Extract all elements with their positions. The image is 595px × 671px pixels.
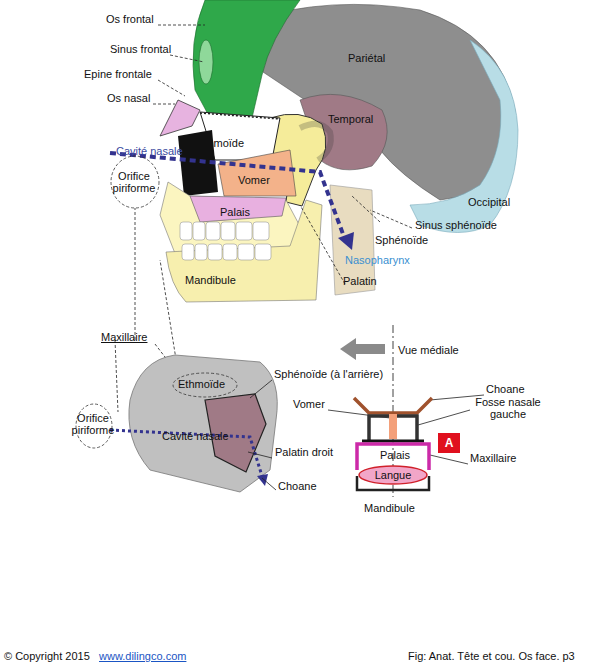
vomer-bar (389, 414, 397, 439)
part-label: Pariétal (348, 52, 385, 64)
part-label: Vomer (238, 174, 270, 186)
part-label: Choane (486, 383, 525, 395)
part-label: Occipital (468, 196, 510, 208)
part-label: Maxillaire (470, 452, 516, 464)
dashed-ellipse (173, 373, 237, 397)
part-label: Cavité nasale (116, 145, 183, 157)
frontal-sinus (199, 40, 213, 84)
palate-line (362, 440, 424, 443)
part-label: Maxillaire (101, 331, 147, 343)
part-label: Sinus frontal (110, 43, 171, 55)
nasal-bone (160, 100, 200, 136)
part-label: Nasopharynx (345, 254, 410, 266)
palate-bone (190, 196, 286, 222)
arrow-head (257, 474, 268, 486)
part-label: www.dilingco.com (99, 650, 186, 662)
part-label: Fosse nasale gauche (472, 396, 544, 420)
leader-lines (115, 25, 412, 412)
marker-letter: A (445, 436, 454, 450)
vomer-bone (218, 150, 296, 196)
marker-box: A (438, 433, 460, 453)
part-label: Choane (278, 480, 317, 492)
teeth (180, 222, 271, 260)
part-label: Vomer (293, 398, 325, 410)
mandible-bone (166, 200, 322, 302)
organ-label: Langue (375, 469, 412, 481)
part-label: © Copyright 2015 (4, 650, 90, 662)
part-label: Ethmoïde (197, 137, 244, 149)
tongue-ellipse: Langue (358, 465, 428, 485)
part-label: Epine frontale (84, 68, 152, 80)
part-label: Os nasal (107, 92, 150, 104)
part-label: Palais (380, 449, 410, 461)
choane-line (354, 398, 432, 413)
leader-lines (248, 380, 484, 490)
part-label: Palatin droit (275, 446, 333, 458)
figure-caption: Fig: Anat. Tête et cou. Os face. p3 (408, 650, 575, 662)
part-label: Orifice piriforme (66, 412, 120, 436)
part-label: Os frontal (106, 13, 154, 25)
skull-medial (129, 355, 277, 492)
part-label: Sphénoïde (375, 234, 428, 246)
part-label: Mandibule (364, 502, 415, 514)
part-label: Orifice piriforme (108, 170, 160, 194)
ear-shadow (300, 124, 331, 160)
arrow-head (338, 232, 354, 250)
part-label: Mandibule (185, 274, 236, 286)
airflow-arrow (110, 430, 262, 476)
occipital-bone (410, 40, 518, 233)
frontal-bone (193, 0, 300, 118)
part-label: Temporal (328, 113, 373, 125)
dotted-line (200, 113, 280, 119)
part-label: Vue médiale (398, 344, 459, 356)
part-label: Palais (220, 206, 250, 218)
part-label: Cavité nasale (162, 430, 229, 442)
view-arrow (340, 338, 385, 360)
part-label: Sphénoïde (à l'arrière) (274, 368, 383, 380)
part-label: Sinus sphénoïde (415, 219, 497, 231)
part-label: Ethmoïde (178, 378, 225, 390)
part-label: Palatin (343, 275, 377, 287)
